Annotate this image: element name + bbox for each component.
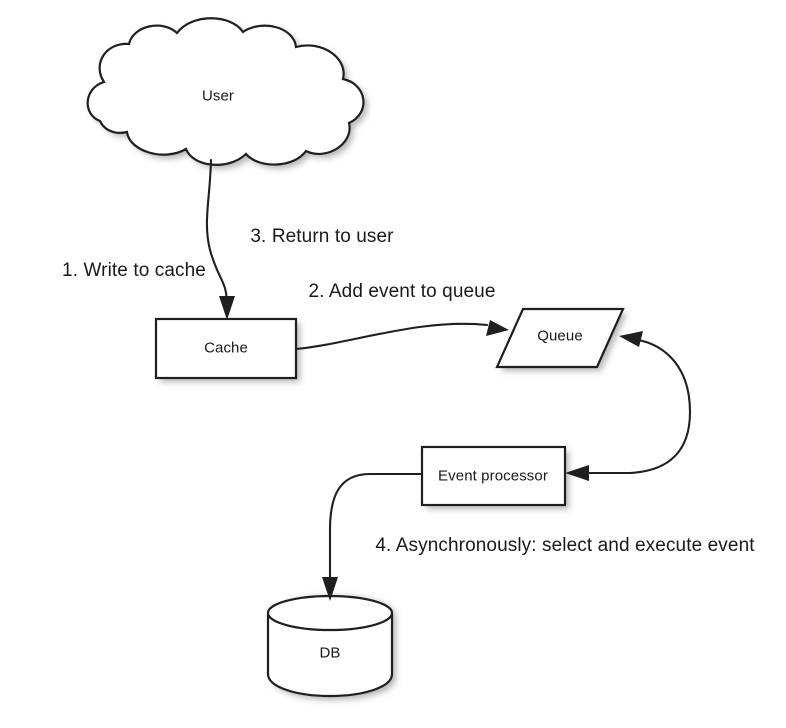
user-cloud-shape[interactable] — [86, 17, 365, 166]
step-label-4-asynchronously-select-and-execute-event: 4. Asynchronously: select and execute ev… — [375, 535, 755, 556]
arrow-head-into-cache — [219, 296, 235, 320]
edge-user-to-cache — [205, 158, 235, 320]
node-label-user: User — [201, 87, 235, 105]
node-label-queue: Queue — [537, 327, 583, 345]
db-cylinder-shape[interactable] — [266, 594, 394, 698]
arrow-head-into-db — [322, 577, 338, 601]
edge-event-processor-to-db — [322, 472, 424, 601]
arrow-head-into-queue-left — [486, 320, 509, 336]
step-label-3-return-to-user: 3. Return to user — [250, 226, 394, 247]
event-processor-box-shape[interactable] — [420, 445, 567, 507]
step-label-2-add-event-to-queue: 2. Add event to queue — [308, 281, 496, 302]
arrow-head-into-queue-right — [619, 331, 643, 347]
cache-box-shape[interactable] — [154, 317, 298, 380]
queue-parallelogram-shape[interactable] — [495, 307, 625, 369]
edge-cache-to-queue — [294, 320, 509, 351]
node-label-event-processor: Event processor — [438, 467, 548, 485]
arrow-head-into-event-processor — [565, 465, 589, 481]
node-label-cache: Cache — [204, 339, 248, 357]
step-label-1-write-to-cache: 1. Write to cache — [62, 260, 206, 281]
edge-queue-processor-loop — [565, 331, 692, 481]
node-label-db: DB — [319, 644, 341, 662]
